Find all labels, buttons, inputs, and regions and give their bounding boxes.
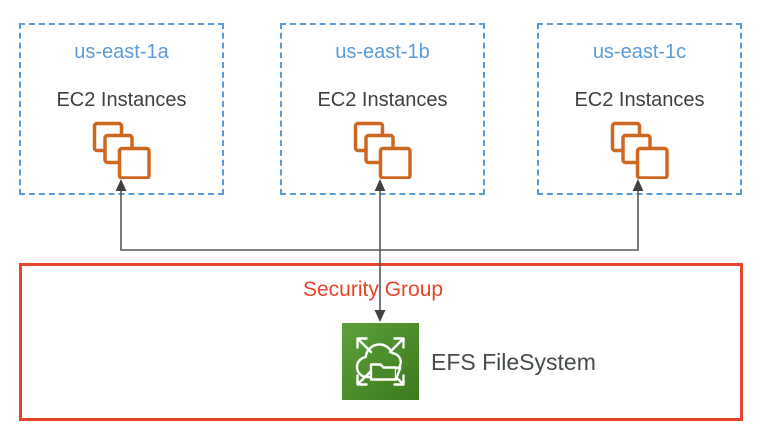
- security-group-box: [19, 263, 743, 421]
- efs-filesystem-label: EFS FileSystem: [431, 349, 596, 375]
- ec2-instances-label: EC2 Instances: [56, 89, 187, 111]
- ec2-instances-stack-icon: [610, 121, 669, 179]
- az-label: us-east-1a: [74, 41, 169, 63]
- ec2-instances-stack-icon: [353, 121, 412, 179]
- ec2-instances-stack-icon: [92, 121, 151, 179]
- efs-filesystem-icon: [342, 323, 419, 400]
- az-box-us-east-1b: us-east-1b EC2 Instances: [280, 23, 485, 195]
- az-label: us-east-1b: [335, 41, 430, 63]
- security-group-label: Security Group: [303, 278, 444, 301]
- az-box-us-east-1a: us-east-1a EC2 Instances: [19, 23, 224, 195]
- ec2-instances-label: EC2 Instances: [574, 89, 705, 111]
- az-label: us-east-1c: [592, 41, 687, 63]
- ec2-instances-label: EC2 Instances: [317, 89, 448, 111]
- az-box-us-east-1c: us-east-1c EC2 Instances: [537, 23, 742, 195]
